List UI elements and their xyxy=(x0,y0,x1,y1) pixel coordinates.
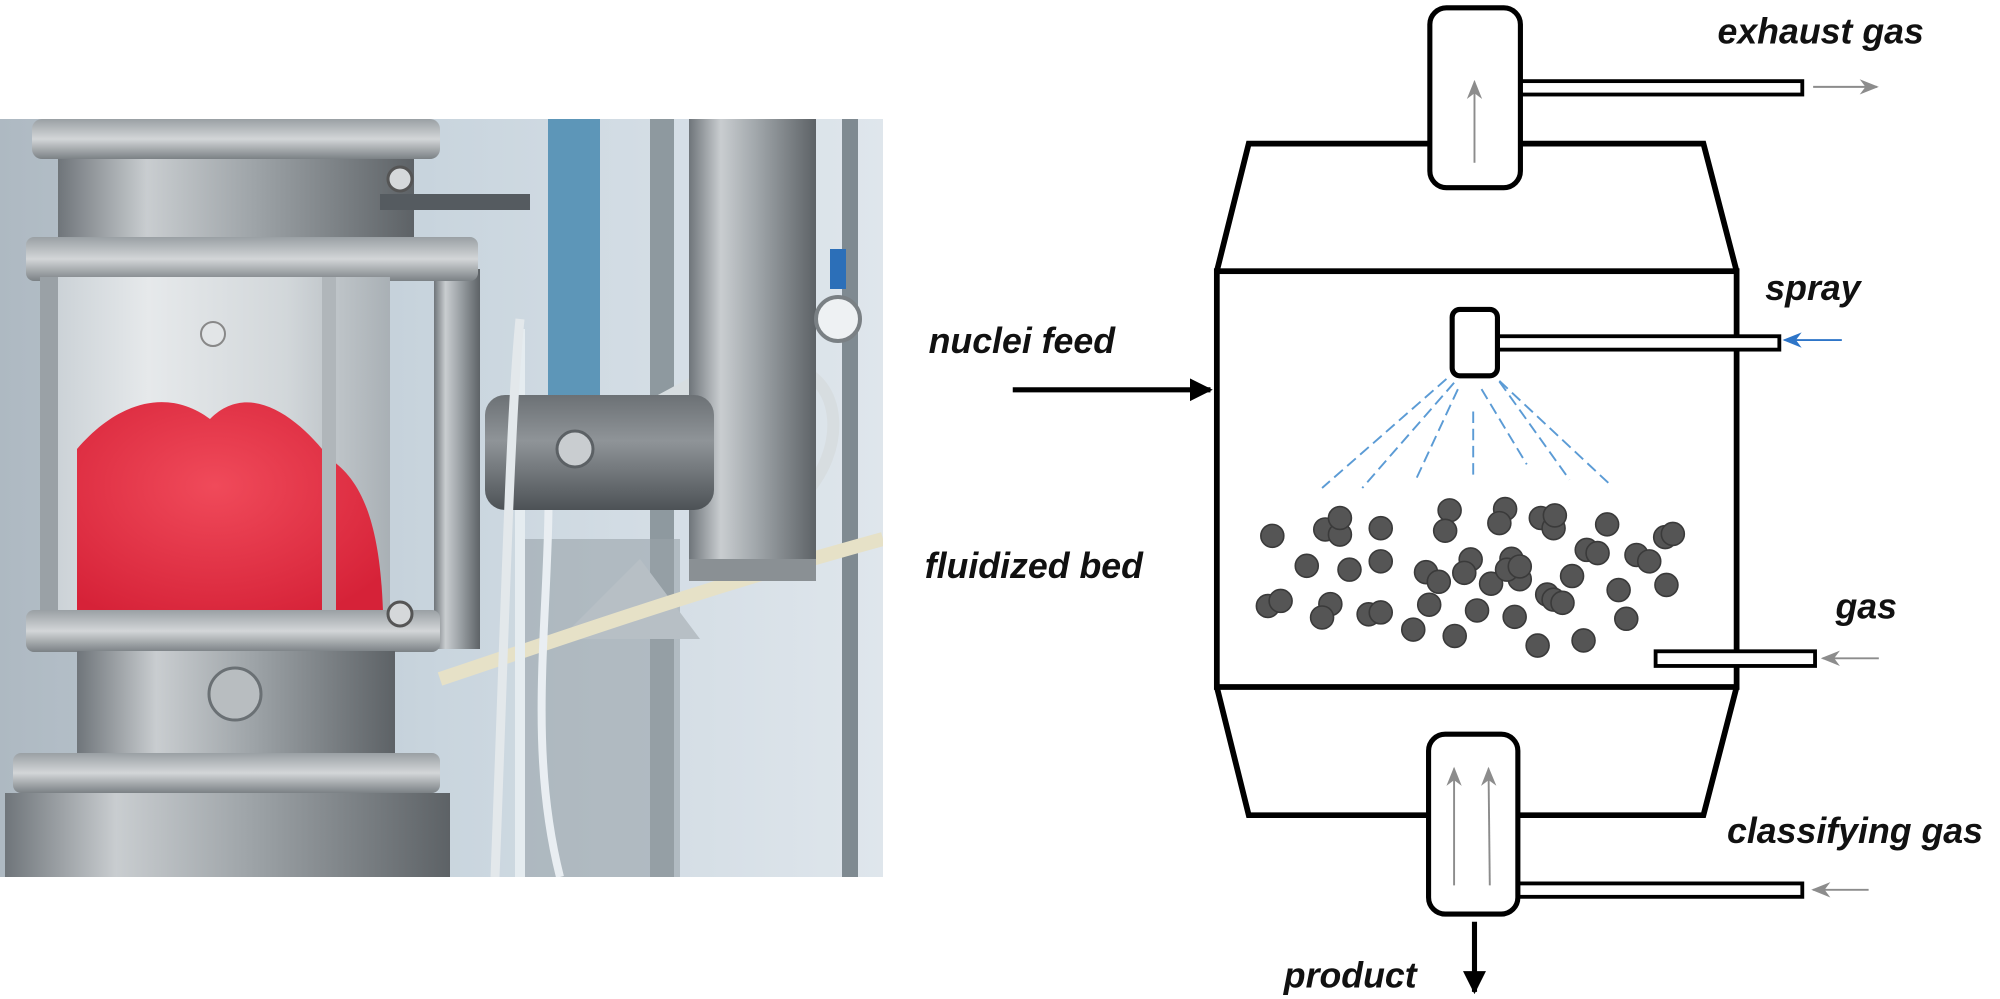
tie-rod xyxy=(322,277,336,612)
tie-rod xyxy=(40,277,58,612)
particle xyxy=(1416,592,1442,618)
label-classifying-gas: classifying gas xyxy=(1727,811,1983,851)
hose xyxy=(490,318,525,877)
particle xyxy=(1478,571,1504,596)
particle xyxy=(1309,605,1335,630)
sensor xyxy=(200,321,226,347)
particle xyxy=(1542,503,1568,528)
spray-jet-line xyxy=(1498,380,1610,485)
main-chamber xyxy=(1213,268,1740,690)
base-flange xyxy=(13,753,440,793)
particle xyxy=(1437,498,1462,523)
frame-post xyxy=(842,119,858,877)
blue-valve xyxy=(830,249,846,289)
blue-column xyxy=(548,119,600,399)
label-fluidized-bed: fluidized bed xyxy=(925,546,1144,586)
background-machinery xyxy=(560,559,700,639)
upper-cylinder xyxy=(58,159,414,237)
label-exhaust-gas: exhaust gas xyxy=(1717,12,1923,52)
spray-jet-line xyxy=(1480,388,1528,465)
particle xyxy=(1368,549,1394,574)
label-product: product xyxy=(1283,955,1419,995)
bolt xyxy=(386,165,414,193)
bolt xyxy=(386,600,414,628)
arm-bolt xyxy=(555,429,595,469)
classifier-up-arrow-icon xyxy=(1481,766,1497,886)
particle xyxy=(1507,554,1533,579)
label-spray: spray xyxy=(1765,268,1862,308)
particle xyxy=(1594,512,1620,537)
spray-pipe xyxy=(1492,334,1782,352)
particle xyxy=(1613,606,1639,632)
particle xyxy=(1585,540,1610,566)
label-gas: gas xyxy=(1834,587,1897,627)
spray-jet-line xyxy=(1321,378,1448,489)
air-fitting xyxy=(380,194,530,210)
particle xyxy=(1327,505,1353,531)
granulator-photo xyxy=(0,119,883,877)
tall-cylinder xyxy=(689,119,816,580)
particle xyxy=(1487,510,1512,536)
lower-ring xyxy=(26,610,440,652)
particle xyxy=(1525,633,1550,658)
particle xyxy=(1294,553,1320,579)
horizontal-arm xyxy=(485,395,714,510)
bed-particles xyxy=(1255,496,1686,658)
particle xyxy=(1400,617,1426,642)
port-cap xyxy=(207,666,263,722)
classifying-gas-pipe xyxy=(1513,881,1805,899)
vertical-plate xyxy=(434,269,480,649)
fluidized-bed-schematic: exhaust gas spray nuclei feed fluidized … xyxy=(925,5,1983,995)
particle xyxy=(1426,569,1452,595)
classifier-tube-box xyxy=(1426,731,1521,917)
particle xyxy=(1660,521,1686,547)
top-flange xyxy=(32,119,440,159)
gas-pipe xyxy=(1653,649,1817,668)
particle xyxy=(1559,563,1585,589)
spray-jets xyxy=(1321,378,1610,489)
tall-cylinder-cap xyxy=(689,559,816,581)
spray-jet-line xyxy=(1498,380,1571,481)
particle xyxy=(1636,549,1662,574)
particle xyxy=(1260,523,1285,549)
label-nuclei-feed: nuclei feed xyxy=(929,321,1117,361)
exhaust-pipe xyxy=(1515,79,1805,97)
particle xyxy=(1571,628,1596,653)
red-granules xyxy=(77,402,383,612)
particle xyxy=(1654,572,1679,598)
vessel xyxy=(1213,140,1740,819)
particle xyxy=(1452,560,1477,586)
particle xyxy=(1464,598,1490,623)
upper-ring xyxy=(26,237,478,281)
particle xyxy=(1268,588,1293,614)
particle xyxy=(1337,557,1362,582)
base xyxy=(5,793,450,877)
particle xyxy=(1442,623,1467,649)
particle xyxy=(1550,590,1575,616)
spray-nozzle xyxy=(1449,306,1500,379)
particle xyxy=(1368,600,1394,625)
spray-jet-line xyxy=(1361,382,1455,489)
particle xyxy=(1368,515,1394,541)
pressure-gauge xyxy=(814,295,862,343)
particle xyxy=(1502,604,1527,630)
particle xyxy=(1606,577,1631,603)
particle xyxy=(1432,518,1458,544)
